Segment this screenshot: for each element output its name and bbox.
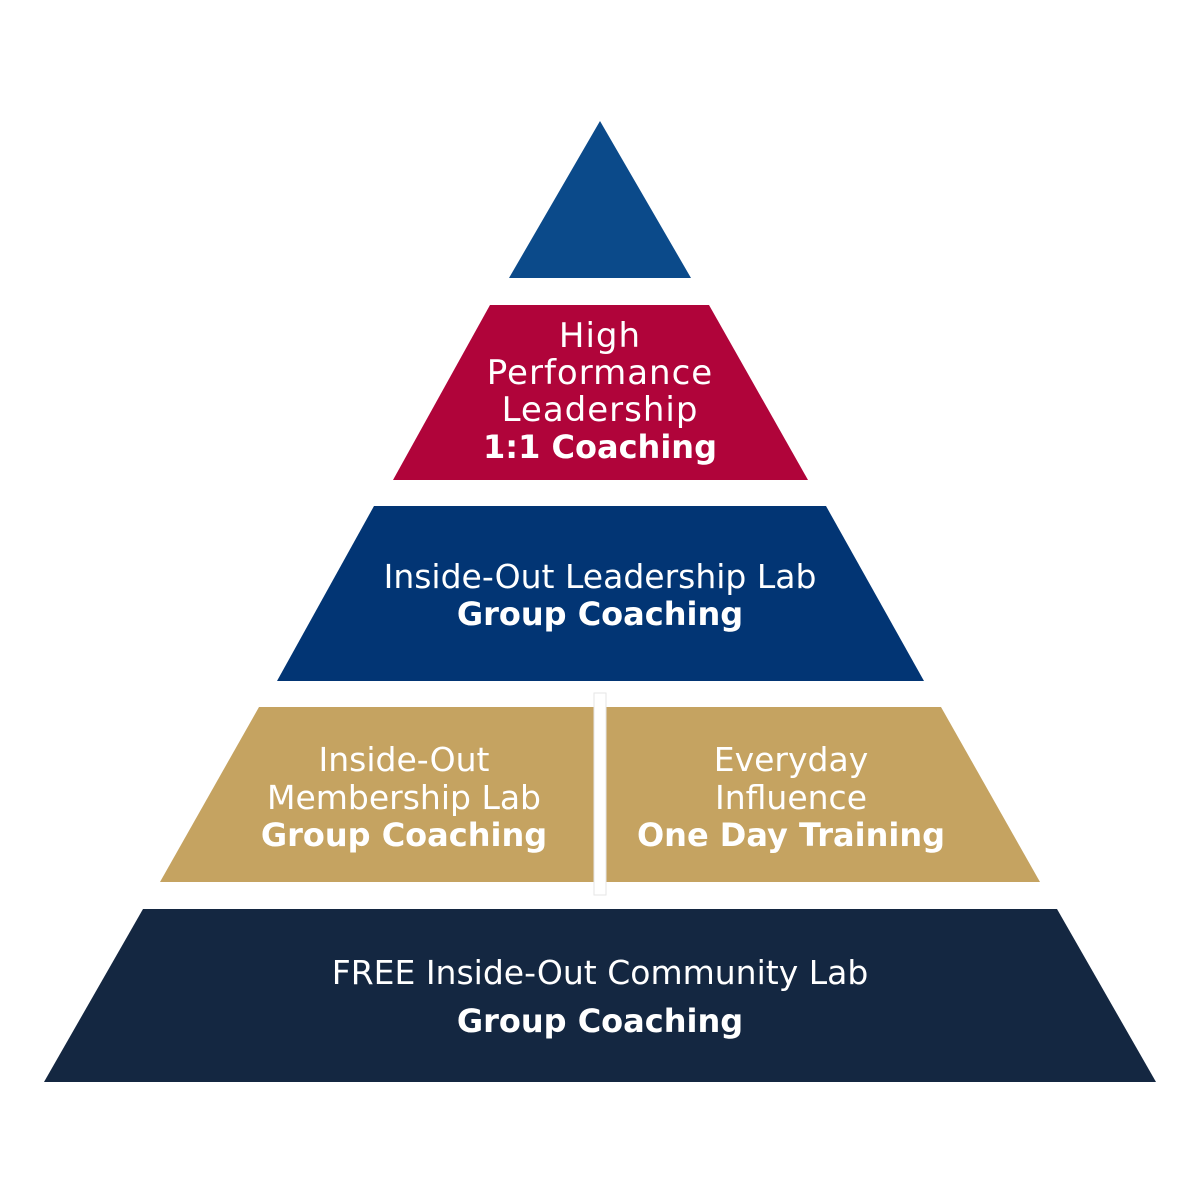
community-program-name: FREE Inside-Out Community Lab [331, 953, 869, 992]
everyday-influence-tier [606, 707, 1040, 882]
membership-coaching-type: Group Coaching [260, 816, 548, 854]
membership-line-1: Inside-Out [318, 740, 490, 779]
executive-coaching-type: 1:1 Coaching [483, 428, 717, 466]
apex-tier [509, 121, 691, 278]
membership-lab-tier [160, 707, 594, 882]
membership-line-2: Membership Lab [266, 778, 542, 817]
leadership-coaching-type: Group Coaching [456, 595, 744, 633]
membership-lab-tier-label: Inside-Out Membership Lab Group Coaching [261, 741, 547, 854]
executive-line-3: Leadership [501, 390, 699, 430]
community-tier-label: FREE Inside-Out Community Lab Group Coac… [332, 953, 869, 1040]
leadership-program-name: Inside-Out Leadership Lab [383, 557, 817, 596]
tier-divider [593, 692, 607, 896]
community-tier [44, 909, 1156, 1082]
executive-line-2: Performance [486, 353, 714, 393]
influence-line-1: Everyday [713, 740, 869, 779]
influence-line-2: Influence [714, 778, 867, 817]
influence-training-type: One Day Training [636, 816, 946, 854]
community-coaching-type: Group Coaching [456, 1002, 744, 1040]
leadership-tier-label: Inside-Out Leadership Lab Group Coaching [384, 558, 817, 633]
executive-line-1: High [558, 316, 642, 356]
executive-tier-label: High Performance Leadership 1:1 Coaching [483, 318, 717, 466]
everyday-influence-tier-label: Everyday Influence One Day Training [637, 741, 945, 854]
executive-tier [393, 305, 808, 480]
leadership-tier [277, 506, 924, 681]
